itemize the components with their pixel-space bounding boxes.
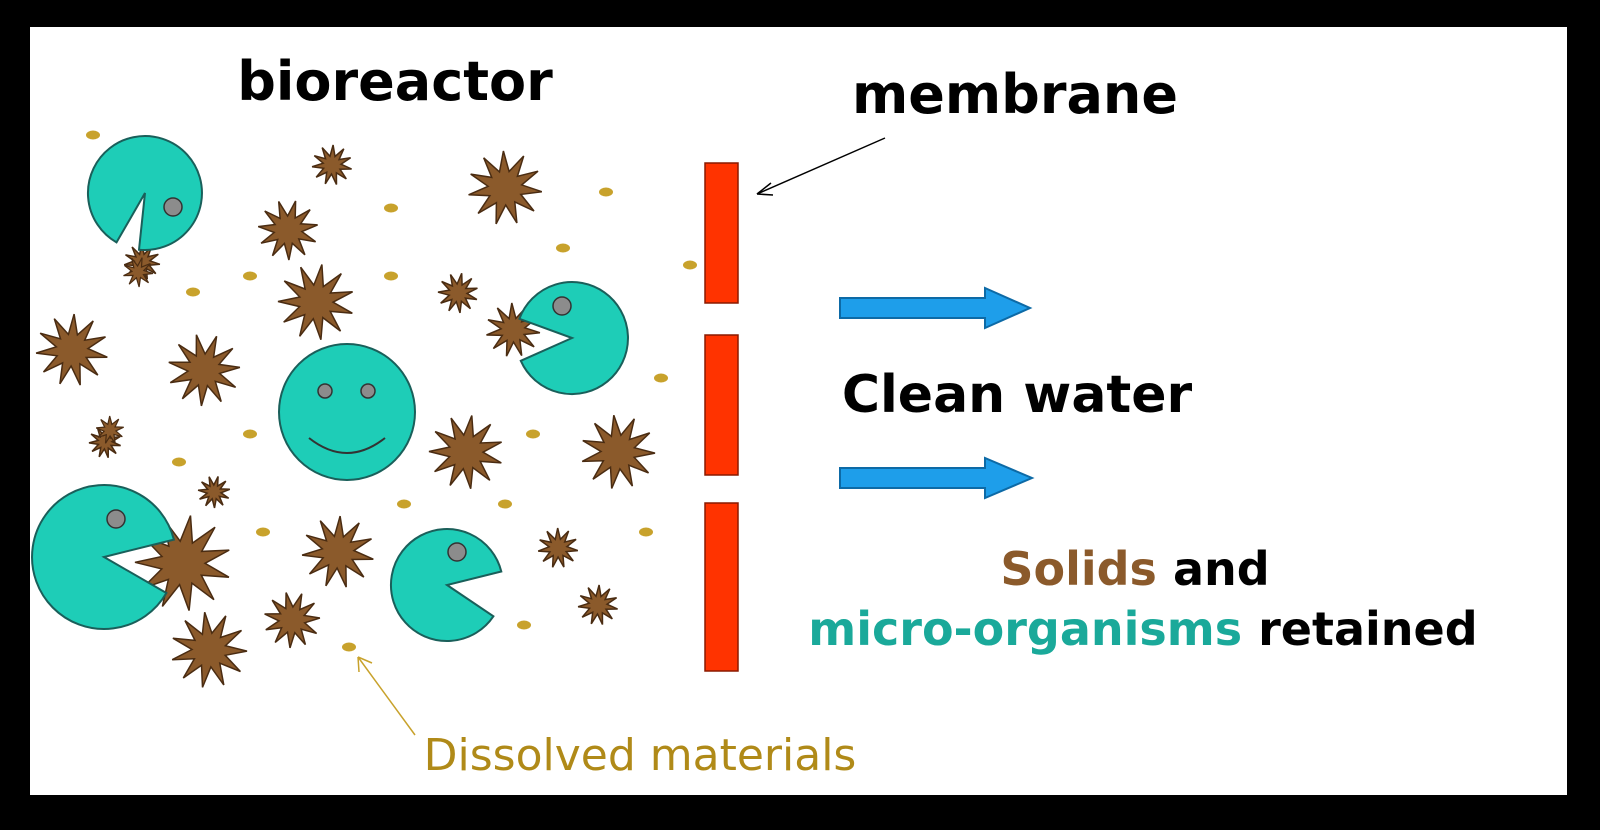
dissolved-pointer-line <box>357 656 416 736</box>
clean-water-label: Clean water <box>842 365 1193 425</box>
dissolved-particle <box>526 429 540 439</box>
solid-particle <box>134 515 230 611</box>
solid-particle <box>197 476 231 509</box>
membrane-segment <box>704 334 739 476</box>
solids-retained-line: Solids and <box>1000 542 1269 596</box>
microorganisms-group <box>31 135 629 642</box>
dissolved-particle <box>256 527 270 537</box>
flow-arrows-group <box>839 286 1035 500</box>
solid-particle <box>311 144 352 185</box>
dissolved-materials-group <box>86 130 697 652</box>
eye-icon <box>447 542 467 562</box>
microorganism-body <box>86 135 203 252</box>
microorganism <box>31 484 176 631</box>
flow-arrow-icon <box>839 456 1035 500</box>
membrane-pointer-arrowhead-icon <box>756 182 774 196</box>
solid-particle <box>468 150 543 225</box>
dissolved-materials-label: Dissolved materials <box>424 730 857 781</box>
microorganisms-label: micro-organisms <box>808 602 1242 656</box>
dissolved-particle <box>86 130 100 140</box>
dissolved-particle <box>556 243 570 253</box>
microorganism <box>518 281 629 396</box>
solid-particle <box>35 313 108 386</box>
pointers-group <box>357 137 886 736</box>
bioreactor-label: bioreactor <box>237 50 553 113</box>
dissolved-particle <box>517 620 531 630</box>
solid-particle <box>537 527 579 568</box>
solids-label: Solids <box>1000 542 1157 596</box>
dissolved-particle <box>342 642 356 652</box>
diagram-panel <box>30 27 1567 795</box>
dissolved-particle <box>599 187 613 197</box>
solid-particle <box>437 273 478 314</box>
solid-particle <box>277 264 353 340</box>
retained-label: retained <box>1258 602 1478 656</box>
dissolved-particle <box>639 527 653 537</box>
membrane-label: membrane <box>852 63 1178 126</box>
membrane-pointer-line <box>756 137 886 195</box>
membrane-segment <box>704 502 739 672</box>
flow-arrow-icon <box>839 286 1033 330</box>
dissolved-particle <box>654 373 668 383</box>
dissolved-particle <box>384 271 398 281</box>
microorganism-body <box>31 484 176 631</box>
solid-particle <box>301 515 374 588</box>
solid-particle <box>168 334 241 407</box>
solid-particle <box>581 414 656 489</box>
smiling-microorganism <box>278 343 416 481</box>
solid-particle <box>264 592 321 649</box>
eye-icon <box>106 509 126 529</box>
dissolved-particle <box>243 429 257 439</box>
microorganism-body <box>389 528 503 642</box>
dissolved-particle <box>397 499 411 509</box>
dissolved-particle <box>172 457 186 467</box>
solid-particle <box>123 257 154 288</box>
eye-icon <box>163 197 183 217</box>
eye-icon <box>552 296 572 316</box>
dissolved-particle <box>683 260 697 270</box>
smile-icon <box>308 437 386 454</box>
dissolved-particle <box>186 287 200 297</box>
eye-icon <box>360 383 376 399</box>
dissolved-particle <box>498 499 512 509</box>
smiley-face-icon <box>278 343 416 481</box>
membrane-segment <box>704 162 739 304</box>
dissolved-pointer-arrowhead-icon <box>357 656 373 673</box>
microorganism <box>389 528 503 642</box>
solid-particle <box>428 415 502 489</box>
and-label: and <box>1173 542 1270 596</box>
solids-group <box>35 144 656 688</box>
solid-particle <box>257 200 318 261</box>
dissolved-particle <box>384 203 398 213</box>
microorganism-body <box>518 281 629 396</box>
microorganisms-retained-line: micro-organisms retained <box>808 602 1477 656</box>
solid-particle <box>577 584 618 625</box>
eye-icon <box>317 383 333 399</box>
dissolved-particle <box>243 271 257 281</box>
solid-particle <box>95 415 124 444</box>
solid-particle <box>171 611 248 688</box>
microorganism <box>86 135 203 252</box>
membrane-group <box>704 162 739 672</box>
